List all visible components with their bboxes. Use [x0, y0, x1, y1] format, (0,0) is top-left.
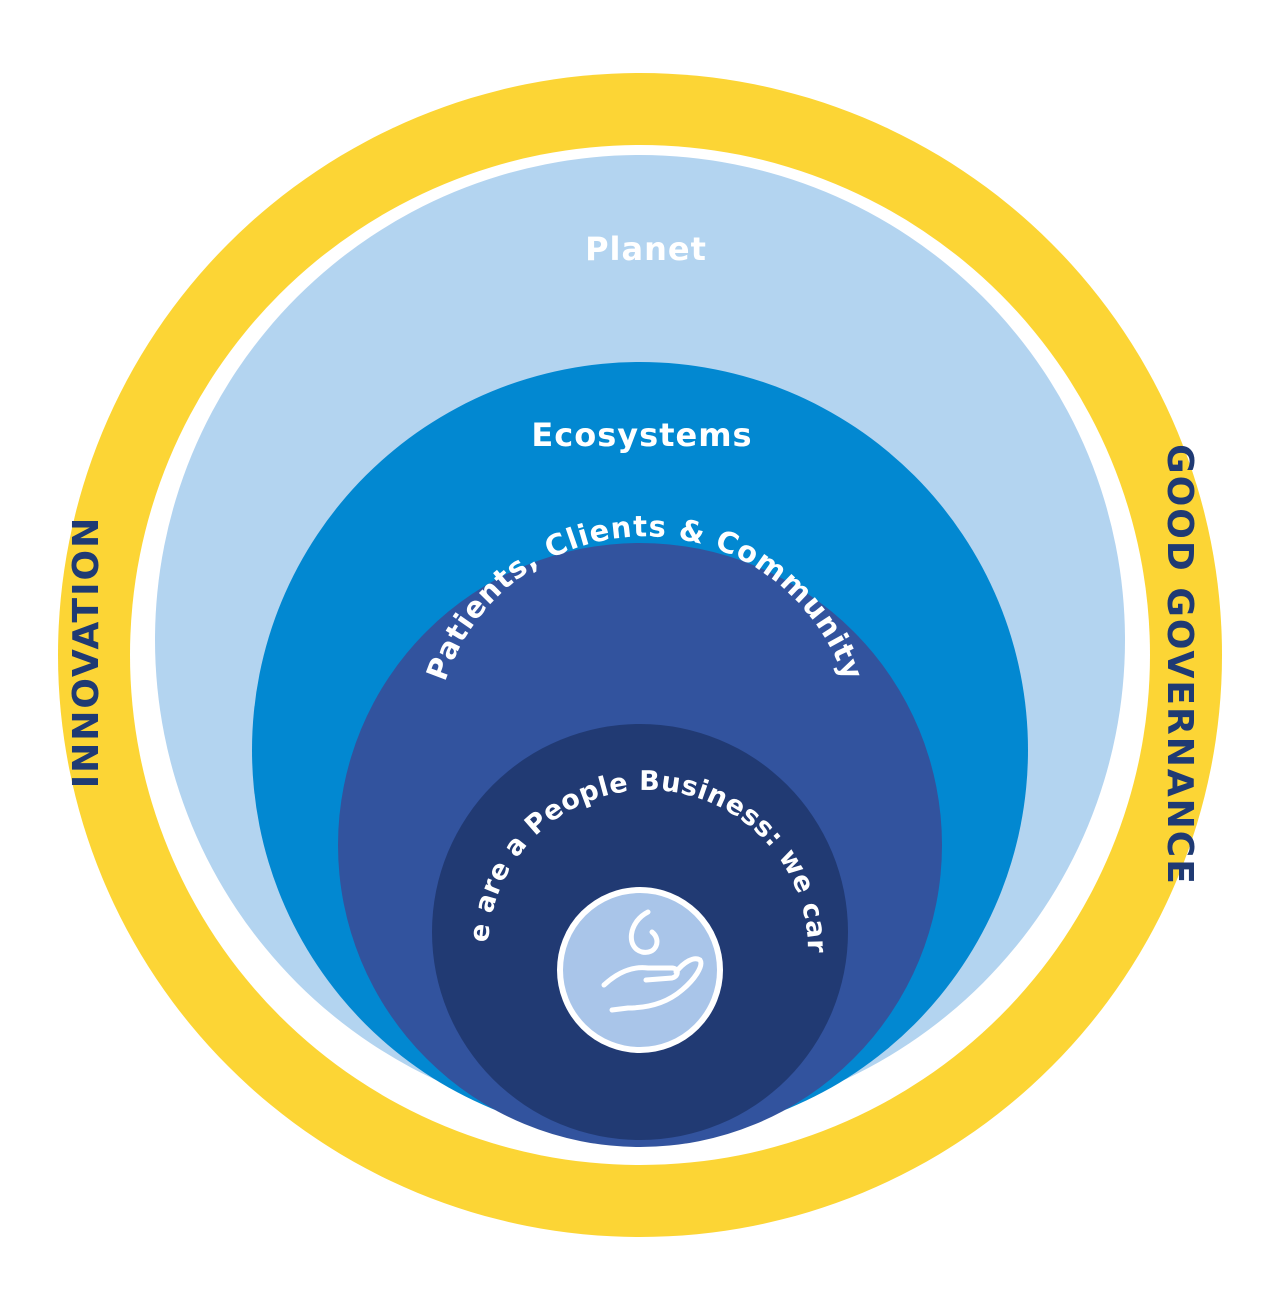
- ecosystems-label: Ecosystems: [531, 416, 752, 454]
- planet-label: Planet: [585, 230, 707, 268]
- hand-shape: [601, 956, 704, 1013]
- hand-holding-drop-icon: [557, 887, 723, 1053]
- good-governance-label: GOOD GOVERNANCE: [1159, 444, 1200, 886]
- drop-shape: [628, 909, 660, 955]
- innovation-label: INNOVATION: [66, 516, 107, 788]
